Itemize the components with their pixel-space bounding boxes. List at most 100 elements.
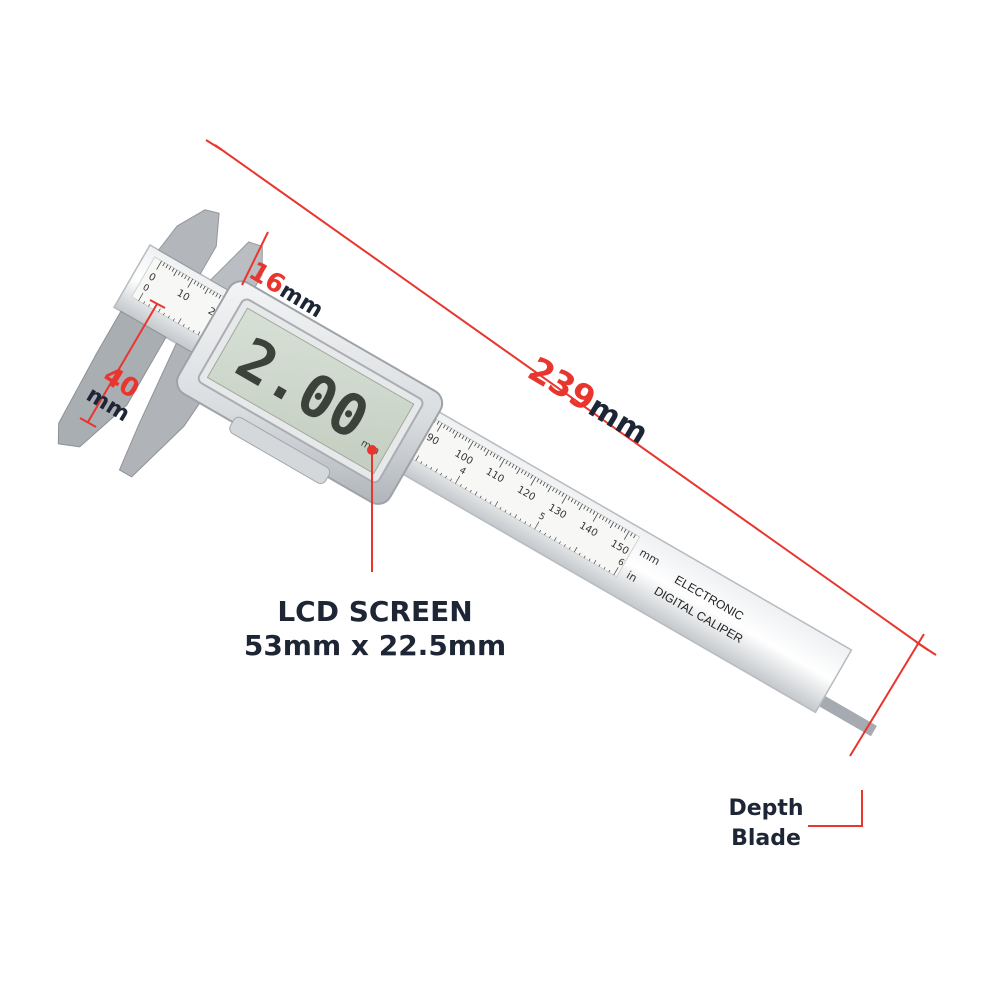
length-tick-start bbox=[205, 139, 223, 151]
mm-scale-label: 0 bbox=[146, 271, 157, 284]
mm-tick bbox=[204, 287, 209, 295]
mm-tick bbox=[511, 464, 515, 468]
inch-tick bbox=[524, 521, 527, 524]
mm-tick bbox=[187, 278, 194, 288]
mm-tick bbox=[524, 471, 527, 476]
mm-tick bbox=[601, 516, 605, 521]
depth-blade-bracket bbox=[808, 790, 863, 827]
mm-tick bbox=[453, 431, 459, 439]
mm-tick bbox=[171, 267, 175, 272]
fixed-inside-jaw bbox=[157, 209, 220, 275]
mm-tick bbox=[609, 521, 615, 529]
mm-tick bbox=[436, 422, 443, 432]
mm-tick bbox=[499, 458, 505, 468]
inch-tick bbox=[514, 514, 518, 519]
mm-tick bbox=[520, 469, 524, 474]
mm-tick bbox=[485, 449, 490, 457]
mm-tick bbox=[630, 532, 633, 537]
inch-tick bbox=[420, 461, 423, 464]
mm-tick bbox=[162, 262, 166, 267]
inch-tick bbox=[177, 318, 182, 324]
inch-tick bbox=[440, 472, 443, 476]
lcd-label: LCD SCREEN 53mm x 22.5mm bbox=[240, 598, 510, 660]
inch-tick bbox=[563, 544, 566, 547]
mm-tick bbox=[464, 437, 468, 441]
mm-tick bbox=[193, 280, 197, 285]
lcd-label-title: LCD SCREEN bbox=[277, 595, 473, 628]
mm-tick bbox=[623, 528, 627, 533]
lcd-label-size: 53mm x 22.5mm bbox=[243, 629, 507, 662]
mm-tick bbox=[505, 460, 508, 465]
inch-tick bbox=[539, 529, 542, 533]
mm-tick bbox=[495, 455, 499, 459]
length-dimension-line bbox=[214, 144, 929, 651]
inch-tick bbox=[415, 455, 420, 461]
mm-tick bbox=[555, 489, 558, 494]
inch-tick bbox=[544, 532, 546, 536]
mm-tick bbox=[530, 476, 537, 486]
jaw-width-line bbox=[241, 231, 269, 286]
inch-tick bbox=[464, 487, 467, 490]
inch-scale-label: 0 bbox=[141, 283, 151, 295]
mm-tick bbox=[199, 284, 203, 288]
mm-tick bbox=[165, 264, 169, 269]
mm-tick bbox=[570, 498, 574, 503]
mm-tick bbox=[489, 451, 493, 456]
mm-tick bbox=[633, 534, 636, 539]
mm-tick bbox=[212, 291, 215, 296]
inch-tick bbox=[187, 327, 190, 330]
inch-tick bbox=[613, 567, 619, 576]
mm-tick bbox=[577, 501, 580, 506]
inch-tick bbox=[484, 498, 487, 501]
mm-tick bbox=[561, 492, 565, 497]
inch-tick bbox=[504, 509, 507, 513]
mm-tick bbox=[483, 447, 487, 452]
inch-scale-label: 4 bbox=[457, 466, 467, 478]
mm-tick bbox=[477, 444, 480, 449]
length-tick-end bbox=[915, 641, 937, 656]
depth-blade-rod bbox=[810, 690, 877, 737]
inch-tick bbox=[425, 464, 428, 467]
mm-tick bbox=[458, 433, 462, 438]
inch-tick bbox=[558, 541, 561, 544]
slider-thumb-wheel bbox=[229, 416, 331, 484]
mm-tick bbox=[539, 480, 543, 485]
inch-tick bbox=[583, 555, 586, 559]
mm-tick bbox=[499, 456, 502, 461]
mm-tick bbox=[156, 260, 162, 270]
mm-tick bbox=[480, 446, 484, 450]
inch-tick bbox=[182, 324, 185, 327]
inch-tick bbox=[167, 315, 170, 319]
inch-tick bbox=[489, 501, 492, 504]
jaw-depth-tick-bottom bbox=[79, 417, 97, 428]
inch-tick bbox=[459, 484, 462, 487]
mm-tick bbox=[561, 494, 568, 504]
mm-tick bbox=[583, 505, 586, 510]
mm-tick bbox=[452, 429, 455, 434]
inch-tick bbox=[445, 475, 448, 479]
mm-tick bbox=[527, 473, 530, 477]
mm-tick bbox=[608, 519, 611, 524]
inch-tick bbox=[573, 546, 578, 553]
depth-blade-line1: Depth bbox=[728, 796, 804, 821]
inch-tick bbox=[172, 318, 175, 321]
inch-tick bbox=[158, 308, 161, 313]
inch-tick bbox=[435, 468, 438, 473]
inch-tick bbox=[455, 475, 461, 484]
inch-tick bbox=[499, 507, 502, 510]
inch-tick bbox=[138, 292, 144, 301]
inch-tick bbox=[148, 304, 151, 307]
inch-tick bbox=[549, 535, 551, 539]
inch-tick bbox=[593, 560, 597, 564]
mm-tick bbox=[514, 465, 518, 470]
mm-tick bbox=[168, 266, 172, 270]
mm-tick bbox=[467, 438, 471, 443]
mm-tick bbox=[442, 424, 446, 429]
mm-tick bbox=[209, 289, 212, 294]
mm-tick bbox=[567, 496, 571, 501]
mm-tick bbox=[573, 500, 577, 504]
inch-tick bbox=[163, 312, 165, 316]
lcd-screen bbox=[206, 307, 415, 475]
mm-tick bbox=[598, 514, 602, 519]
mm-tick bbox=[530, 474, 533, 479]
